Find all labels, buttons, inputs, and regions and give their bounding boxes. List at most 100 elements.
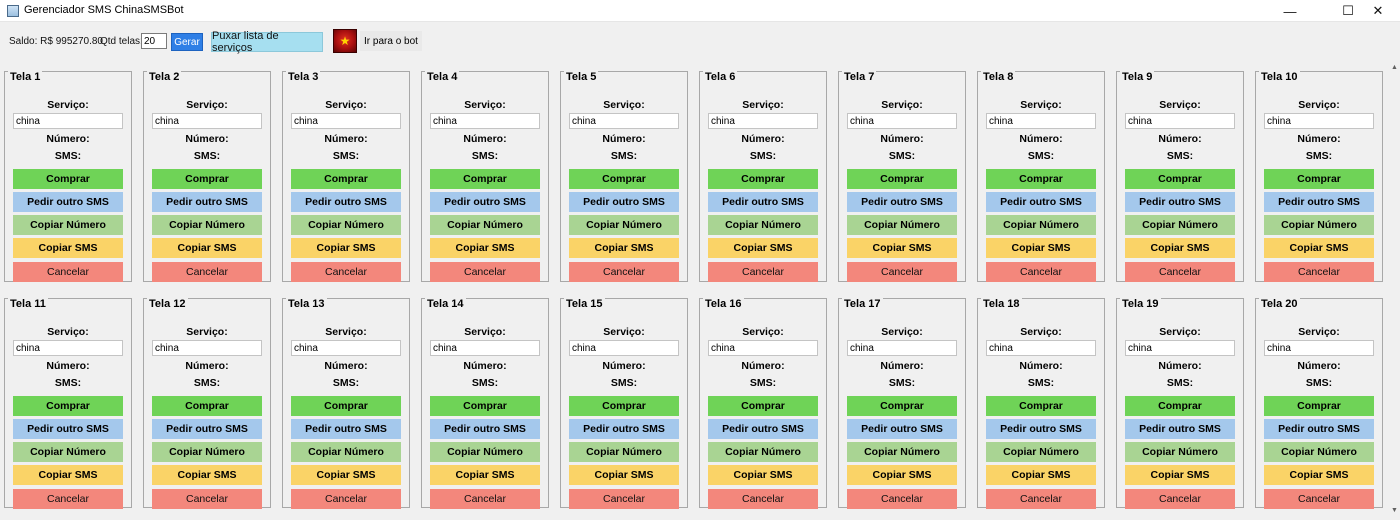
copiar-sms-button[interactable]: Copiar SMS bbox=[291, 238, 401, 258]
pedir-outro-sms-button[interactable]: Pedir outro SMS bbox=[847, 419, 957, 439]
qtd-telas-input[interactable] bbox=[141, 33, 167, 49]
comprar-button[interactable]: Comprar bbox=[13, 169, 123, 189]
copiar-sms-button[interactable]: Copiar SMS bbox=[13, 465, 123, 485]
pedir-outro-sms-button[interactable]: Pedir outro SMS bbox=[708, 419, 818, 439]
pedir-outro-sms-button[interactable]: Pedir outro SMS bbox=[1264, 192, 1374, 212]
pedir-outro-sms-button[interactable]: Pedir outro SMS bbox=[847, 192, 957, 212]
pedir-outro-sms-button[interactable]: Pedir outro SMS bbox=[152, 419, 262, 439]
cancelar-button[interactable]: Cancelar bbox=[847, 489, 957, 509]
cancelar-button[interactable]: Cancelar bbox=[708, 262, 818, 282]
comprar-button[interactable]: Comprar bbox=[152, 169, 262, 189]
copiar-numero-button[interactable]: Copiar Número bbox=[847, 215, 957, 235]
comprar-button[interactable]: Comprar bbox=[152, 396, 262, 416]
cancelar-button[interactable]: Cancelar bbox=[1125, 489, 1235, 509]
comprar-button[interactable]: Comprar bbox=[1264, 396, 1374, 416]
service-input[interactable]: china bbox=[847, 113, 957, 129]
service-input[interactable]: china bbox=[291, 340, 401, 356]
service-input[interactable]: china bbox=[986, 340, 1096, 356]
service-input[interactable]: china bbox=[569, 113, 679, 129]
service-input[interactable]: china bbox=[291, 113, 401, 129]
copiar-sms-button[interactable]: Copiar SMS bbox=[1264, 465, 1374, 485]
copiar-numero-button[interactable]: Copiar Número bbox=[708, 442, 818, 462]
service-input[interactable]: china bbox=[708, 340, 818, 356]
pedir-outro-sms-button[interactable]: Pedir outro SMS bbox=[430, 419, 540, 439]
pedir-outro-sms-button[interactable]: Pedir outro SMS bbox=[291, 419, 401, 439]
copiar-numero-button[interactable]: Copiar Número bbox=[291, 442, 401, 462]
copiar-sms-button[interactable]: Copiar SMS bbox=[847, 238, 957, 258]
comprar-button[interactable]: Comprar bbox=[291, 169, 401, 189]
cancelar-button[interactable]: Cancelar bbox=[1264, 262, 1374, 282]
cancelar-button[interactable]: Cancelar bbox=[569, 489, 679, 509]
comprar-button[interactable]: Comprar bbox=[291, 396, 401, 416]
cancelar-button[interactable]: Cancelar bbox=[152, 489, 262, 509]
copiar-numero-button[interactable]: Copiar Número bbox=[1264, 215, 1374, 235]
copiar-sms-button[interactable]: Copiar SMS bbox=[569, 465, 679, 485]
comprar-button[interactable]: Comprar bbox=[1125, 396, 1235, 416]
service-input[interactable]: china bbox=[13, 113, 123, 129]
copiar-sms-button[interactable]: Copiar SMS bbox=[708, 465, 818, 485]
copiar-sms-button[interactable]: Copiar SMS bbox=[13, 238, 123, 258]
copiar-numero-button[interactable]: Copiar Número bbox=[986, 442, 1096, 462]
bot-logo-icon[interactable]: ★ bbox=[333, 29, 357, 53]
pedir-outro-sms-button[interactable]: Pedir outro SMS bbox=[430, 192, 540, 212]
pedir-outro-sms-button[interactable]: Pedir outro SMS bbox=[569, 192, 679, 212]
service-input[interactable]: china bbox=[430, 340, 540, 356]
copiar-sms-button[interactable]: Copiar SMS bbox=[986, 465, 1096, 485]
pedir-outro-sms-button[interactable]: Pedir outro SMS bbox=[1125, 419, 1235, 439]
scroll-up-icon[interactable]: ▲ bbox=[1391, 64, 1398, 71]
comprar-button[interactable]: Comprar bbox=[708, 396, 818, 416]
cancelar-button[interactable]: Cancelar bbox=[569, 262, 679, 282]
service-input[interactable]: china bbox=[986, 113, 1096, 129]
copiar-numero-button[interactable]: Copiar Número bbox=[430, 215, 540, 235]
service-input[interactable]: china bbox=[430, 113, 540, 129]
service-input[interactable]: china bbox=[1264, 113, 1374, 129]
service-input[interactable]: china bbox=[13, 340, 123, 356]
copiar-sms-button[interactable]: Copiar SMS bbox=[708, 238, 818, 258]
copiar-numero-button[interactable]: Copiar Número bbox=[152, 442, 262, 462]
service-input[interactable]: china bbox=[708, 113, 818, 129]
service-input[interactable]: china bbox=[847, 340, 957, 356]
copiar-numero-button[interactable]: Copiar Número bbox=[847, 442, 957, 462]
comprar-button[interactable]: Comprar bbox=[847, 396, 957, 416]
pedir-outro-sms-button[interactable]: Pedir outro SMS bbox=[1125, 192, 1235, 212]
copiar-sms-button[interactable]: Copiar SMS bbox=[430, 465, 540, 485]
pedir-outro-sms-button[interactable]: Pedir outro SMS bbox=[1264, 419, 1374, 439]
copiar-numero-button[interactable]: Copiar Número bbox=[152, 215, 262, 235]
copiar-sms-button[interactable]: Copiar SMS bbox=[847, 465, 957, 485]
gerar-button[interactable]: Gerar bbox=[171, 33, 203, 51]
cancelar-button[interactable]: Cancelar bbox=[1125, 262, 1235, 282]
copiar-sms-button[interactable]: Copiar SMS bbox=[986, 238, 1096, 258]
service-input[interactable]: china bbox=[1264, 340, 1374, 356]
service-input[interactable]: china bbox=[1125, 113, 1235, 129]
pedir-outro-sms-button[interactable]: Pedir outro SMS bbox=[291, 192, 401, 212]
copiar-numero-button[interactable]: Copiar Número bbox=[1264, 442, 1374, 462]
service-input[interactable]: china bbox=[569, 340, 679, 356]
copiar-sms-button[interactable]: Copiar SMS bbox=[569, 238, 679, 258]
vertical-scrollbar[interactable]: ▲ ▼ bbox=[1390, 63, 1400, 520]
pedir-outro-sms-button[interactable]: Pedir outro SMS bbox=[13, 419, 123, 439]
copiar-sms-button[interactable]: Copiar SMS bbox=[1125, 238, 1235, 258]
comprar-button[interactable]: Comprar bbox=[13, 396, 123, 416]
maximize-button[interactable]: ☐ bbox=[1342, 3, 1354, 18]
copiar-numero-button[interactable]: Copiar Número bbox=[13, 442, 123, 462]
copiar-sms-button[interactable]: Copiar SMS bbox=[430, 238, 540, 258]
copiar-sms-button[interactable]: Copiar SMS bbox=[152, 238, 262, 258]
copiar-sms-button[interactable]: Copiar SMS bbox=[1264, 238, 1374, 258]
copiar-numero-button[interactable]: Copiar Número bbox=[430, 442, 540, 462]
cancelar-button[interactable]: Cancelar bbox=[291, 489, 401, 509]
comprar-button[interactable]: Comprar bbox=[430, 396, 540, 416]
copiar-numero-button[interactable]: Copiar Número bbox=[986, 215, 1096, 235]
copiar-numero-button[interactable]: Copiar Número bbox=[1125, 215, 1235, 235]
cancelar-button[interactable]: Cancelar bbox=[1264, 489, 1374, 509]
cancelar-button[interactable]: Cancelar bbox=[430, 262, 540, 282]
pedir-outro-sms-button[interactable]: Pedir outro SMS bbox=[986, 192, 1096, 212]
comprar-button[interactable]: Comprar bbox=[569, 169, 679, 189]
copiar-numero-button[interactable]: Copiar Número bbox=[569, 442, 679, 462]
pedir-outro-sms-button[interactable]: Pedir outro SMS bbox=[986, 419, 1096, 439]
copiar-numero-button[interactable]: Copiar Número bbox=[708, 215, 818, 235]
cancelar-button[interactable]: Cancelar bbox=[13, 262, 123, 282]
minimize-button[interactable]: — bbox=[1283, 3, 1297, 19]
copiar-sms-button[interactable]: Copiar SMS bbox=[1125, 465, 1235, 485]
service-input[interactable]: china bbox=[152, 340, 262, 356]
copiar-sms-button[interactable]: Copiar SMS bbox=[152, 465, 262, 485]
